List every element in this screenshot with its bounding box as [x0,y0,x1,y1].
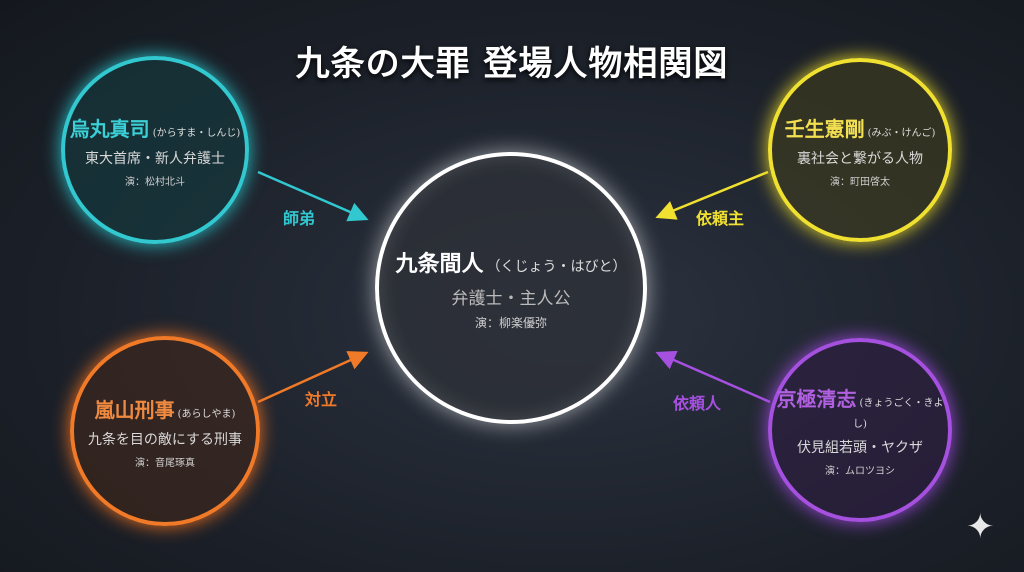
character-mibu: 壬生憲剛(みぶ・けんご) 裏社会と繋がる人物 演：町田啓太 [768,58,952,242]
relation-label-mentor: 師弟 [283,209,316,228]
arrow-client-kyogoku [655,350,771,404]
character-actor: 演：音尾琢真 [135,457,195,469]
character-reading: (あらしやま) [177,408,236,420]
relation-label-rival: 対立 [305,390,338,409]
character-reading: (みぶ・けんご) [867,127,936,139]
character-role: 伏見組若頭・ヤクザ [797,440,923,456]
character-reading: （くじょう・はびと） [486,258,627,275]
character-role: 九条を目の敵にする刑事 [87,431,243,448]
character-actor: 演：柳楽優弥 [474,315,547,330]
arrow-rival [257,351,369,404]
character-role: 弁護士・主人公 [451,288,571,309]
character-reading: (からすま・しんじ) [152,127,241,139]
character-name: 九条間人 [395,250,484,277]
character-arashiyama: 嵐山刑事(あらしやま) 九条を目の敵にする刑事 演：音尾琢真 [70,336,260,526]
character-role: 裏社会と繋がる人物 [797,150,923,167]
arrow-client-mibu [655,170,769,220]
character-karasuma: 烏丸真司(からすま・しんじ) 東大首席・新人弁護士 演：松村北斗 [61,56,249,244]
character-role: 東大首席・新人弁護士 [85,150,225,167]
diagram-title: 九条の大罪 登場人物相関図 [295,44,729,84]
character-kujo: 九条間人（くじょう・はびと） 弁護士・主人公 演：柳楽優弥 [375,152,647,424]
character-name: 嵐山刑事 [94,397,175,422]
character-name: 京極清志 [776,387,857,411]
character-name: 烏丸真司 [69,116,150,141]
character-reading: (きょうごく・きよし) [853,398,944,430]
character-name: 壬生憲剛 [784,116,865,141]
character-actor: 演：ムロツヨシ [825,466,895,477]
character-actor: 演：町田啓太 [830,176,890,188]
character-actor: 演：松村北斗 [125,176,185,188]
relation-label-client-kyogoku: 依頼人 [673,394,722,413]
character-kyogoku: 京極清志(きょうごく・きよし) 伏見組若頭・ヤクザ 演：ムロツヨシ [768,338,952,522]
relation-label-client-mibu: 依頼主 [696,209,745,228]
arrow-mentor [257,170,369,222]
sparkle-icon: ✦ [966,507,995,547]
